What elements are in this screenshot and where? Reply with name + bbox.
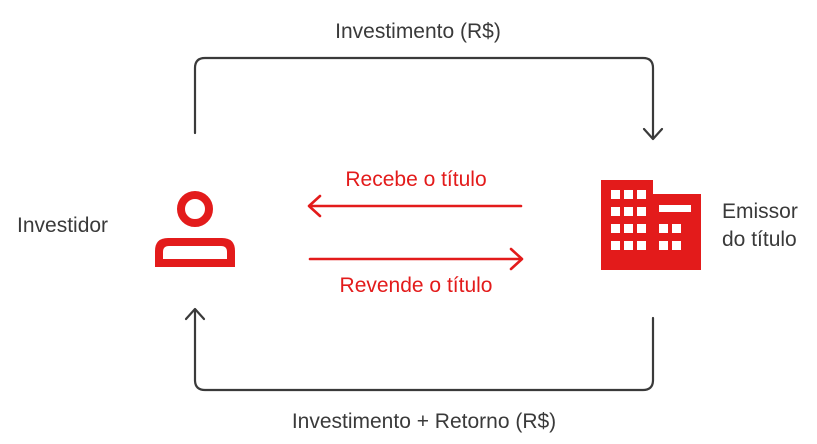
building-icon [601, 180, 701, 270]
investor-label: Investidor [17, 214, 108, 237]
issuer-label-line1: Emissor [722, 200, 798, 223]
receive-label: Recebe o título [345, 168, 486, 191]
person-icon [155, 191, 235, 267]
resell-arrowhead [509, 247, 524, 271]
top-flow-arrow [193, 56, 655, 140]
bottom-flow-label: Investimento + Retorno (R$) [292, 410, 556, 433]
top-flow-arrowhead [642, 127, 664, 141]
resell-label: Revende o título [340, 274, 493, 297]
bottom-flow-arrow [193, 308, 655, 392]
receive-arrowhead [307, 194, 322, 218]
bottom-flow-arrowhead [184, 307, 206, 321]
issuer-label-line2: do título [722, 228, 797, 251]
top-flow-label: Investimento (R$) [335, 20, 501, 43]
